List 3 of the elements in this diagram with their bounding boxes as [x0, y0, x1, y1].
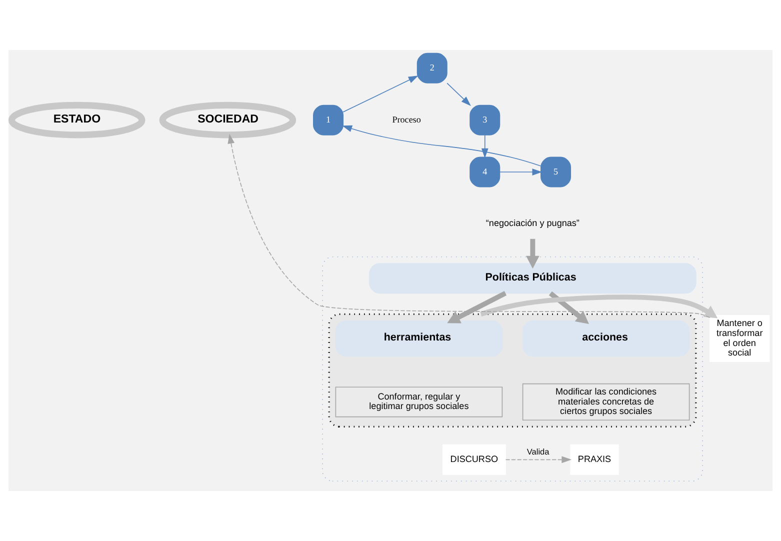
edge-label: Valida	[526, 448, 550, 457]
label: Proceso	[392, 114, 421, 124]
node-text: “negociación y pugnas”	[486, 218, 580, 228]
